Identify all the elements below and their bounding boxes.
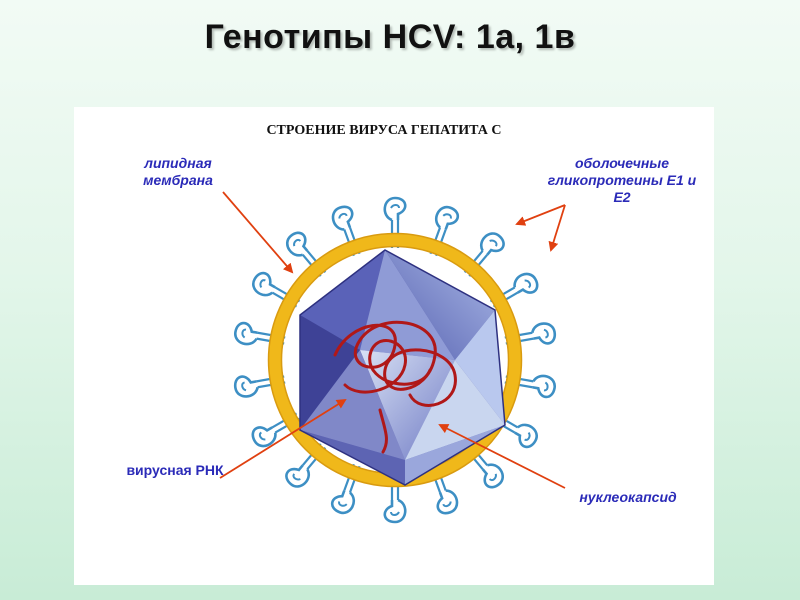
arrow-nucleocapsid	[438, 424, 566, 489]
lipid-membrane-outline	[267, 232, 523, 488]
arrow-viral-rna	[219, 398, 347, 479]
slide-title: Генотипы HCV: 1а, 1в	[204, 18, 576, 56]
label-lipid-membrane: липидная мембрана	[143, 155, 213, 188]
arrow-glycoprotein-2	[548, 204, 566, 252]
arrow-glycoprotein-1	[515, 204, 566, 226]
label-envelope-glycoproteins: оболочечные гликопротеины Е1 и Е2	[547, 155, 697, 205]
viral-rna-strand	[333, 320, 457, 454]
diagram-heading: СТРОЕНИЕ ВИРУСА ГЕПАТИТА С	[266, 123, 502, 138]
label-viral-rna: вирусная РНК	[126, 462, 224, 478]
label-nucleocapsid: нуклеокапсид	[579, 489, 677, 505]
arrow-lipid-membrane	[222, 191, 294, 274]
